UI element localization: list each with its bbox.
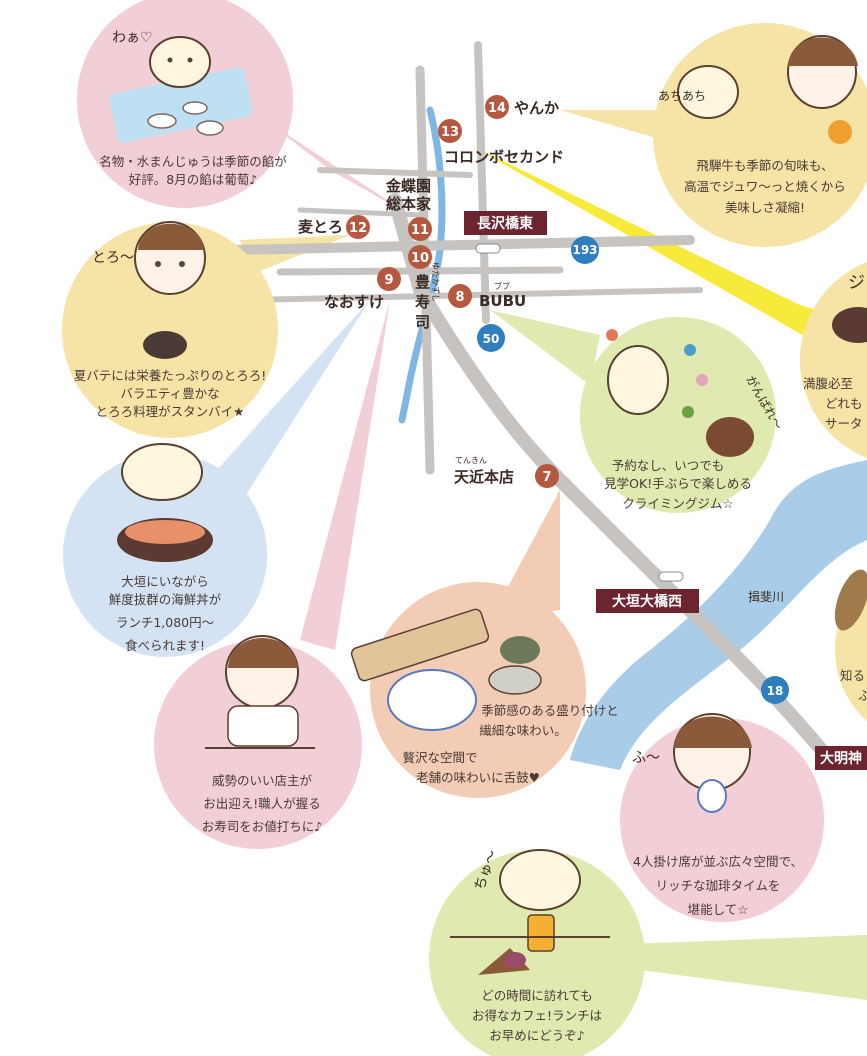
right-partial2-caption-1: 知る <box>840 668 865 683</box>
shop-13-colombo: 13 コロンボセカンド <box>438 119 564 166</box>
mugitoro-caption-2: バラエティ豊かな <box>120 386 219 401</box>
shop-11-kinchoen: 金蝶園 総本家 11 <box>385 177 432 241</box>
yutakazushi-caption-2: お出迎え!職人が握る <box>203 796 321 811</box>
right-partial-caption-3: サータ <box>825 416 863 431</box>
cafe-a-caption-2: リッチな珈琲タイムを <box>656 878 781 893</box>
kinchoen-caption-2: 好評。8月の餡は葡萄♪ <box>129 172 257 187</box>
shop-7-number: 7 <box>542 470 551 485</box>
shop-11-name-1: 金蝶園 <box>385 177 431 195</box>
bubble-naosuke: 大垣にいながら 鮮度抜群の海鮮丼が ランチ1,080円〜 食べられます! <box>63 443 267 657</box>
shop-9-naosuke: 9 なおすけ <box>324 267 401 311</box>
mugitoro-caption-1: 夏バテには栄養たっぷりのとろろ! <box>74 368 267 383</box>
shop-11-name-2: 総本家 <box>386 195 431 213</box>
bubu-caption-3: クライミングジム☆ <box>622 496 733 511</box>
bubble-right-partial-2: 知る ふ <box>834 569 867 722</box>
shop-10-number: 10 <box>411 251 429 266</box>
yanka-caption-1: 飛騨牛も季節の旬味も、 <box>696 158 833 173</box>
route-193-label: 193 <box>572 243 597 257</box>
mugitoro-exclaim: とろ〜 <box>92 250 134 266</box>
cafe-a-caption-3: 堪能して☆ <box>688 902 749 917</box>
shop-7-ruby: てんきん <box>455 456 487 465</box>
shop-13-number: 13 <box>441 125 459 140</box>
shop-13-name: コロンボセカンド <box>444 148 564 166</box>
yutakazushi-caption-1: 威勢のいい店主が <box>212 773 313 788</box>
right-partial-exclaim: ジ <box>848 273 865 293</box>
shop-12-name: 麦とろ <box>298 218 343 236</box>
shop-7-tenkin: てんきん 天近本店 7 <box>454 456 559 488</box>
station-daimyojin: 大明神 <box>815 746 867 770</box>
shop-yutakazushi: 豊 寿 司 ゆたかずし <box>415 262 441 331</box>
cafe-b-caption-1: どの時間に訪れても <box>481 988 593 1003</box>
bubble-cafe-b: ちゅ〜 どの時間に訪れても お得なカフェ!ランチは お早めにどうぞ♪ <box>429 848 645 1056</box>
kinchoen-caption-1: 名物・水まんじゅうは季節の餡が <box>99 154 287 169</box>
shop-yutakazushi-ruby: ゆたかずし <box>431 262 441 302</box>
tenkin-caption-4: 老舗の味わいに舌鼓♥ <box>416 770 540 785</box>
mugitoro-caption-3: とろろ料理がスタンバイ★ <box>96 404 245 419</box>
shop-8-bubu: 8 ブブ BUBU <box>448 281 526 310</box>
shop-8-number: 8 <box>455 290 464 305</box>
station-nagasawa-east: 長沢橋東 <box>464 211 547 254</box>
station-ogaki-ohashi-west: 大垣大橋西 <box>596 571 699 613</box>
tenkin-caption-1: 季節感のある盛り付けと <box>481 703 619 718</box>
bubble-yanka: あちあち 飛騨牛も季節の旬味も、 高温でジュワ〜っと焼くから 美味しさ凝縮! <box>653 23 867 247</box>
shop-14-yanka: 14 やんか <box>485 95 559 119</box>
bubble-bubu: がんばれ〜 予約なし、いつでも 見学OK!手ぶらで楽しめる クライミングジム☆ <box>580 317 786 513</box>
station-daimyojin-label: 大明神 <box>820 750 862 767</box>
bubu-caption-2: 見学OK!手ぶらで楽しめる <box>604 476 752 491</box>
yanka-caption-2: 高温でジュワ〜っと焼くから <box>684 179 846 194</box>
yutakazushi-caption-3: お寿司をお値打ちに♪ <box>202 819 322 834</box>
shop-9-number: 9 <box>384 273 393 288</box>
shop-10: 10 <box>408 245 432 269</box>
yanka-caption-3: 美味しさ凝縮! <box>725 200 805 215</box>
bubble-kinchoen: わぁ♡ 名物・水まんじゅうは季節の餡が 好評。8月の餡は葡萄♪ <box>77 0 293 208</box>
right-partial-caption-2: どれも <box>825 396 863 411</box>
naosuke-caption-4: 食べられます! <box>125 638 205 653</box>
route-18-label: 18 <box>767 684 784 698</box>
route-193-marker: 193 <box>571 236 599 264</box>
naosuke-caption-2: 鮮度抜群の海鮮丼が <box>109 592 222 607</box>
route-50-marker: 50 <box>477 324 505 352</box>
shop-8-name: BUBU <box>479 292 526 310</box>
shop-7-name: 天近本店 <box>454 468 514 486</box>
tenkin-caption-2: 繊細な味わい。 <box>479 723 567 738</box>
station-nagasawa-east-label: 長沢橋東 <box>477 215 533 232</box>
station-ogaki-ohashi-west-label: 大垣大橋西 <box>612 593 682 610</box>
shop-12-mugitoro: 麦とろ 12 <box>298 215 370 239</box>
bubble-mugitoro: とろ〜 夏バテには栄養たっぷりのとろろ! バラエティ豊かな とろろ料理がスタンバ… <box>62 221 278 438</box>
bubble-yutakazushi: 威勢のいい店主が お出迎え!職人が握る お寿司をお値打ちに♪ <box>154 635 362 849</box>
shop-8-ruby: ブブ <box>494 281 510 291</box>
cafe-b-caption-2: お得なカフェ!ランチは <box>472 1008 602 1023</box>
shop-14-name: やんか <box>514 99 559 117</box>
route-50-label: 50 <box>483 332 500 346</box>
cafe-a-caption-1: 4人掛け席が並ぶ広々空間で、 <box>633 854 803 869</box>
bubble-tenkin: 季節感のある盛り付けと 繊細な味わい。 贅沢な空間で 老舗の味わいに舌鼓♥ <box>350 582 619 798</box>
shop-12-number: 12 <box>349 221 367 236</box>
tenkin-caption-3: 贅沢な空間で <box>402 750 477 765</box>
cafe-a-exclaim: ふ〜 <box>632 750 660 766</box>
kinchoen-exclaim: わぁ♡ <box>112 30 153 46</box>
shop-yutakazushi-name-3: 司 <box>415 313 430 331</box>
shop-yutakazushi-name-1: 豊 <box>415 273 430 291</box>
shop-9-name: なおすけ <box>324 293 384 311</box>
callout-pointers <box>190 110 867 1000</box>
right-partial-caption-1: 満腹必至 <box>803 376 853 391</box>
naosuke-caption-1: 大垣にいながら <box>121 574 209 589</box>
right-partial2-caption-2: ふ <box>858 688 867 703</box>
bubble-cafe-a: ふ〜 4人掛け席が並ぶ広々空間で、 リッチな珈琲タイムを 堪能して☆ <box>620 713 824 922</box>
naosuke-caption-3: ランチ1,080円〜 <box>116 615 214 630</box>
roads <box>230 41 837 767</box>
shop-11-number: 11 <box>411 223 429 238</box>
shop-yutakazushi-name-2: 寿 <box>415 293 430 311</box>
shop-14-number: 14 <box>488 101 506 116</box>
route-18-marker: 18 <box>761 676 789 704</box>
bubu-caption-1: 予約なし、いつでも <box>612 458 725 473</box>
yanka-exclaim: あちあち <box>658 89 706 103</box>
cafe-b-caption-3: お早めにどうぞ♪ <box>489 1028 584 1043</box>
bubble-right-partial: ジ 満腹必至 どれも サータ <box>800 262 867 458</box>
river-label: 揖斐川 <box>748 590 784 604</box>
